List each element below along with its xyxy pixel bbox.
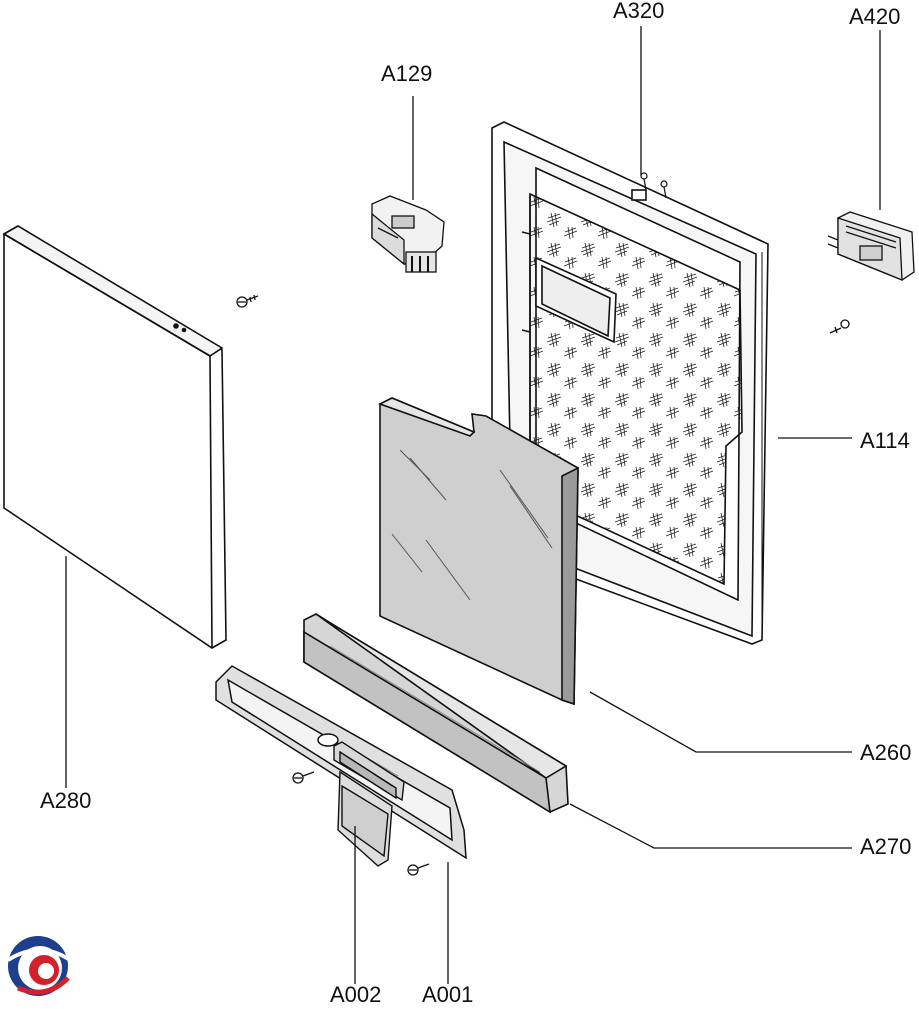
leader-a270 (569, 803, 852, 849)
part-label-a002: A002 (330, 982, 382, 1007)
part-label-a270: A270 (860, 834, 912, 859)
screw-icon (829, 319, 850, 334)
part-label-a420: A420 (849, 4, 901, 29)
door-switch-component (827, 211, 915, 281)
lower-trim-strip (303, 613, 569, 814)
screw-icon (407, 863, 430, 876)
leader-lines (65, 26, 881, 984)
part-label-a114: A114 (860, 428, 910, 453)
part-label-a280: A280 (40, 788, 92, 813)
part-label-a001: A001 (422, 982, 474, 1007)
glass-panel (377, 397, 579, 706)
outer-door-panel (2, 225, 227, 649)
screw-icon (292, 771, 315, 784)
screw-icon (236, 294, 259, 308)
door-lock-component (371, 195, 445, 273)
brand-logo (6, 936, 72, 996)
part-label-a260: A260 (860, 740, 912, 765)
leader-a260 (589, 691, 852, 753)
control-module (333, 741, 405, 867)
part-label-a129: A129 (381, 61, 433, 86)
part-label-a320: A320 (613, 0, 665, 23)
